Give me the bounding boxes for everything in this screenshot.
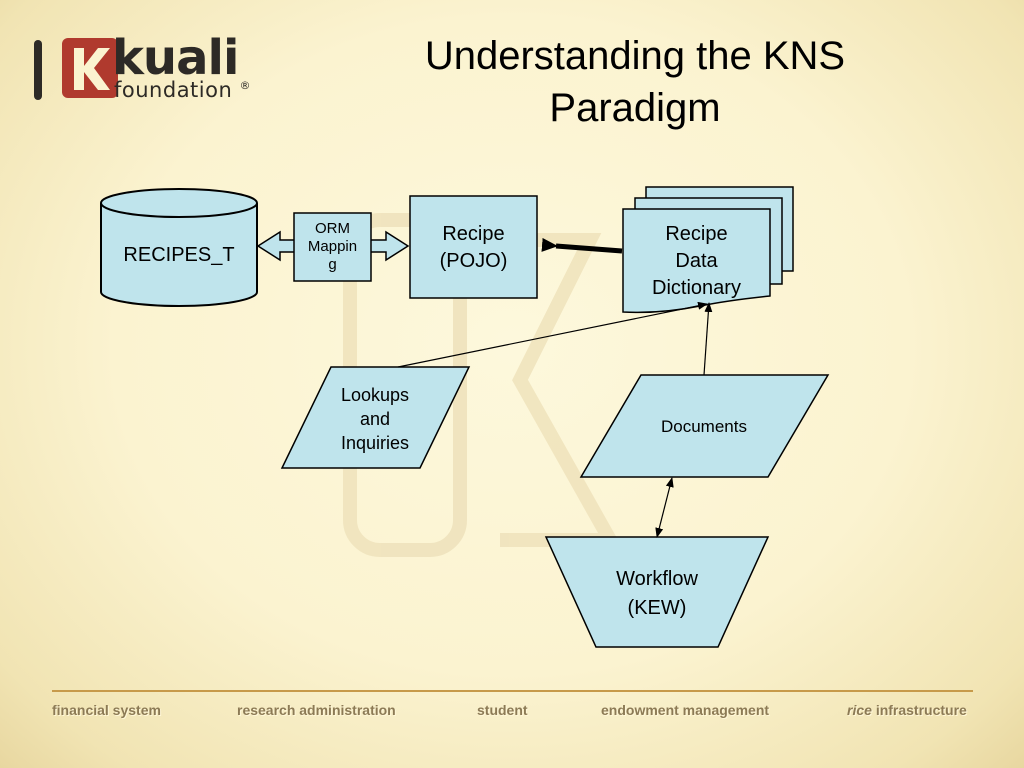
recipe-data-dictionary-stack <box>622 186 794 314</box>
documents-label: Documents <box>661 417 747 436</box>
documents-shape <box>579 374 830 478</box>
dictionary-line-3: Dictionary <box>652 276 741 299</box>
logo-bar <box>34 40 42 100</box>
footer-research-administration: research administration <box>237 702 396 718</box>
lookups-to-dictionary-arrow <box>397 301 708 368</box>
lookups-inquiries-label: Lookups and Inquiries <box>320 382 430 456</box>
orm-line-2: Mappin <box>307 238 358 255</box>
workflow-line-1: Workflow <box>616 568 698 590</box>
footer-student: student <box>477 702 528 718</box>
workflow-kew-label: Workflow (KEW) <box>586 564 728 624</box>
title-line-1: Understanding the KNS <box>424 34 846 78</box>
workflow-kew-shape <box>544 536 770 648</box>
lookups-line-1: Lookups <box>340 385 410 405</box>
title-line-2: Paradigm <box>549 86 721 130</box>
dictionary-line-2: Data <box>675 249 718 272</box>
orm-line-3: g <box>328 256 337 273</box>
recipes-t-database <box>100 188 258 307</box>
recipe-pojo-label: Recipe (POJO) <box>410 220 537 276</box>
recipes-t-label: RECIPES_T <box>123 243 235 266</box>
orm-mapping-label: ORM Mappin g <box>294 215 371 279</box>
pojo-line-2: (POJO) <box>439 250 508 272</box>
pojo-line-1: Recipe <box>442 223 505 245</box>
logo-subtitle: foundation ® <box>114 78 251 102</box>
lookups-line-2: and <box>359 409 391 429</box>
orm-mapping-box <box>293 212 372 282</box>
slide-title: Understanding the KNS Paradigm <box>370 30 900 134</box>
lookups-line-3: Inquiries <box>340 433 410 453</box>
footer-financial-system: financial system <box>52 702 161 718</box>
footer-endowment-management: endowment management <box>601 702 770 718</box>
footer-rice-infrastructure: rice infrastructure <box>847 702 967 718</box>
footer-infrastructure: infrastructure <box>875 702 967 718</box>
documents-to-dictionary-arrow <box>703 302 713 376</box>
workflow-line-2: (KEW) <box>627 597 687 619</box>
registered-mark: ® <box>239 79 251 92</box>
kuali-k-icon <box>62 38 118 98</box>
recipe-pojo-box <box>409 195 538 299</box>
orm-line-1: ORM <box>315 220 350 237</box>
kuali-foundation-logo: kuali foundation ® <box>34 30 294 104</box>
recipe-data-dictionary-label: Recipe Data Dictionary <box>623 220 770 302</box>
footer-divider <box>52 690 973 692</box>
dictionary-to-pojo-arrow <box>541 237 623 254</box>
dictionary-line-1: Recipe <box>665 222 728 245</box>
footer-rice: rice <box>847 702 872 718</box>
logo-wordmark: kuali <box>112 30 239 86</box>
logo-subtitle-text: foundation <box>114 78 233 102</box>
lookups-inquiries-shape <box>280 366 471 469</box>
documents-workflow-arrow <box>655 477 674 538</box>
